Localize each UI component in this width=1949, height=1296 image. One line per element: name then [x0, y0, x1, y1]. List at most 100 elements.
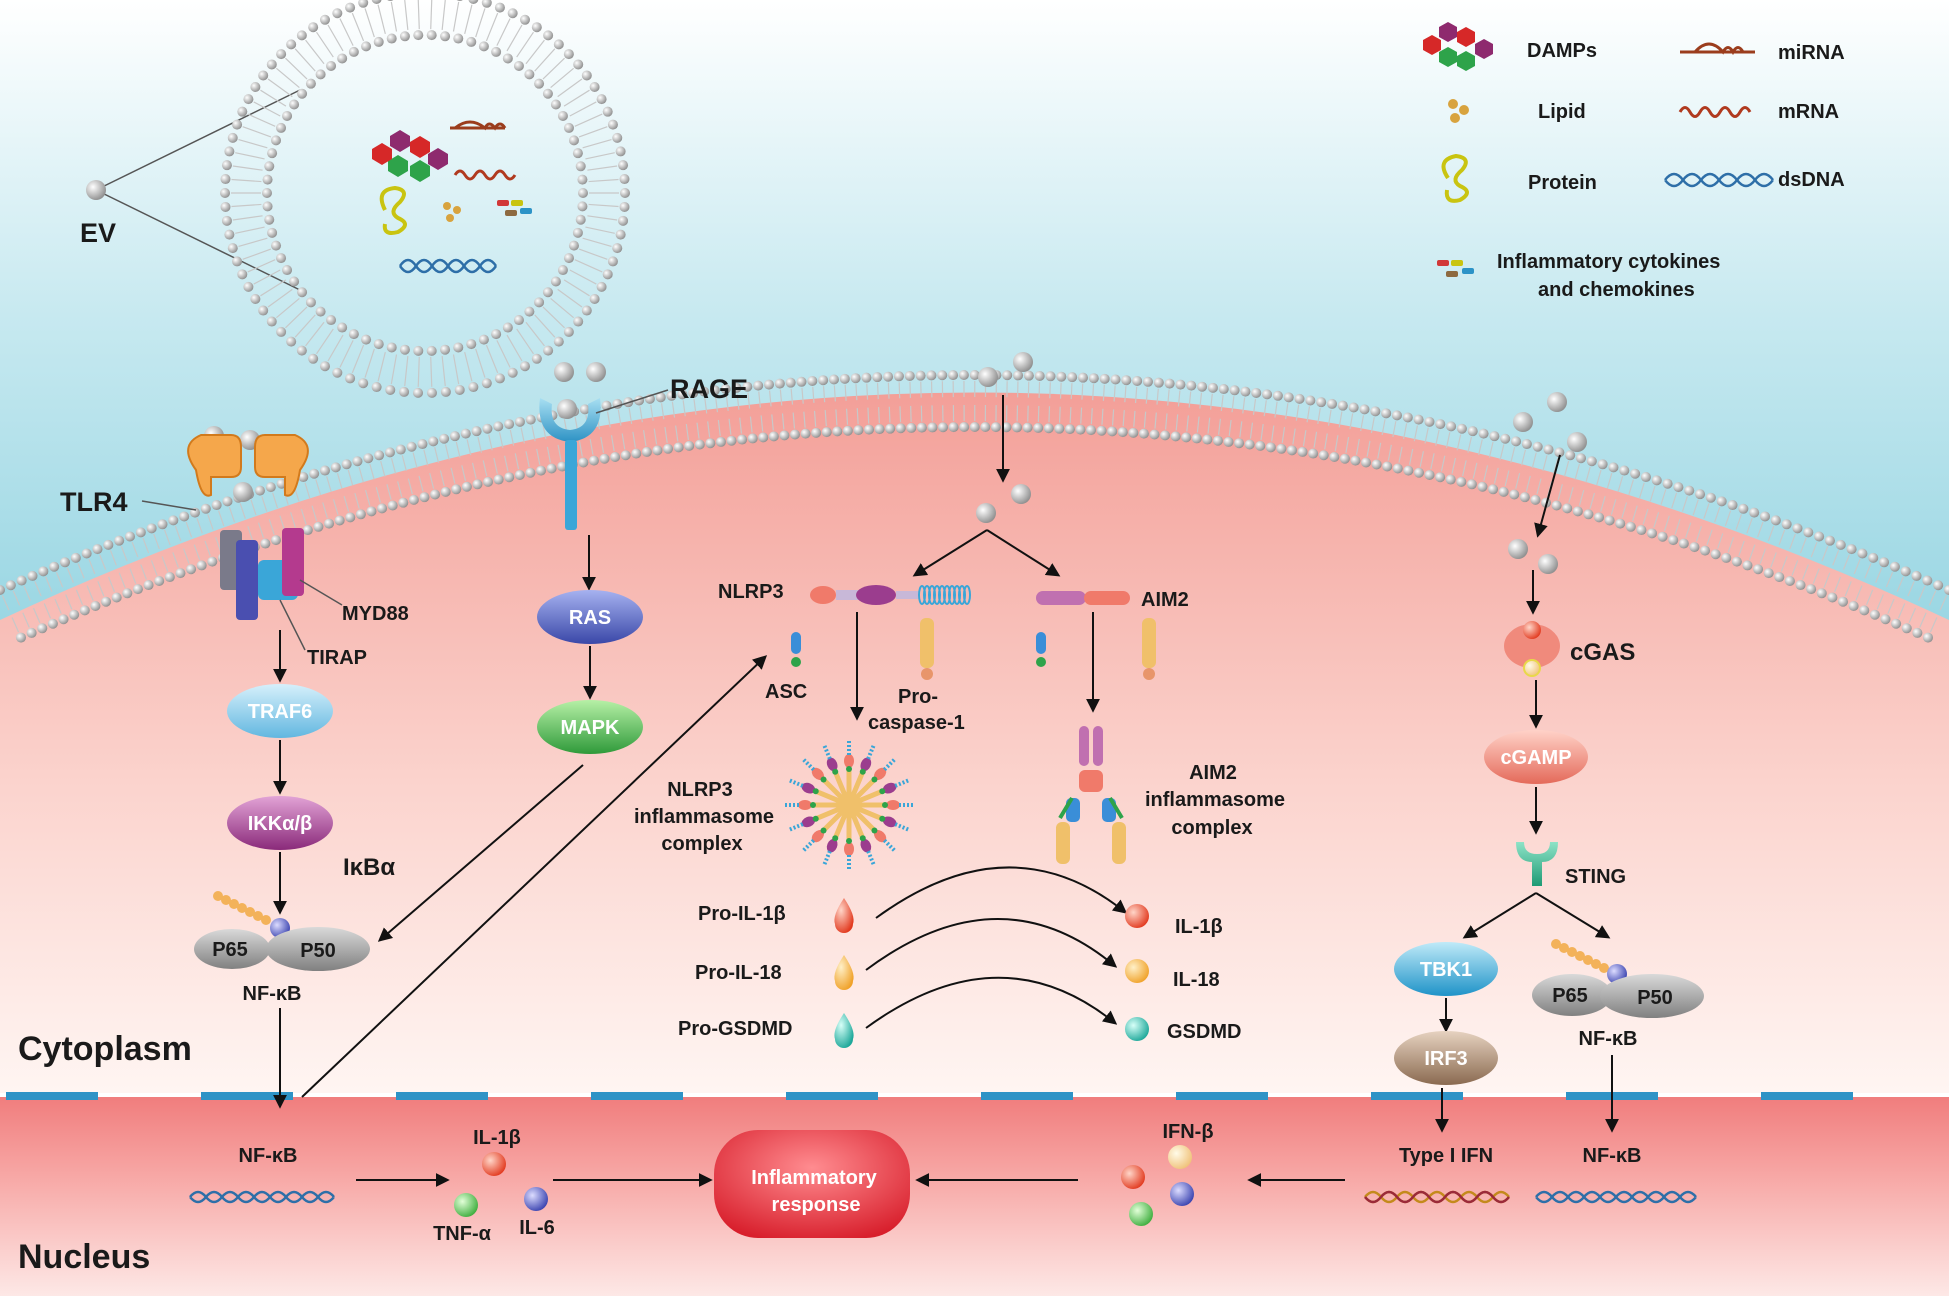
procaspase-icon-2	[1142, 618, 1156, 680]
procasp-label-2: caspase-1	[868, 712, 965, 734]
p65-node-right	[1532, 974, 1612, 1016]
asc-icon	[791, 632, 801, 667]
nuc-nfkb-label: NF-κB	[239, 1145, 298, 1167]
inflammatory-response-label-1: Inflammatory	[751, 1167, 877, 1189]
tirap-label: TIRAP	[307, 647, 367, 669]
aim2-complex-label-1: AIM2	[1189, 762, 1237, 784]
nlrp3-complex-label-2: inflammasome	[634, 806, 774, 828]
cytoplasm-label: Cytoplasm	[18, 1030, 192, 1068]
nucleus-region	[0, 1095, 1949, 1296]
nlrp3-label: NLRP3	[718, 581, 784, 603]
nuc-nfkb-right-label: NF-κB	[1583, 1145, 1642, 1167]
pro-il1b-label: Pro-IL-1β	[698, 903, 786, 925]
p50-node	[266, 927, 370, 971]
legend-mrna-label: mRNA	[1778, 101, 1839, 123]
nlrp3-inflammasome-complex-icon	[783, 739, 915, 871]
lipid-icon	[443, 202, 461, 222]
nlrp3-complex-label-3: complex	[661, 833, 742, 855]
mrna-icon	[453, 169, 517, 181]
legend-mirna-icon	[1680, 42, 1755, 56]
tbk1-node	[1394, 942, 1498, 996]
il6-label: IL-6	[519, 1217, 555, 1239]
vesicle-cargo	[372, 120, 532, 274]
irf3-label: IRF3	[1424, 1048, 1467, 1070]
ev-label: EV	[80, 218, 116, 248]
cytoplasm-region	[0, 392, 1949, 1100]
aim2-complex-label-2: inflammasome	[1145, 789, 1285, 811]
nuc-il6-icon	[524, 1187, 548, 1211]
ev-particle	[86, 180, 106, 200]
nuc-il1b-icon	[482, 1152, 506, 1176]
mapk-label: MAPK	[561, 717, 620, 739]
cgas-icon	[1504, 621, 1560, 677]
dsdna-icon	[398, 258, 498, 274]
aim2-complex-label-3: complex	[1171, 817, 1252, 839]
legend-cytokines-label-2: and chemokines	[1538, 279, 1695, 301]
mirna-icon	[450, 120, 507, 131]
nuc-nfkb-right-dna-icon	[1535, 1190, 1697, 1204]
ifnb-label: IFN-β	[1162, 1121, 1213, 1143]
myd88-label: MYD88	[342, 603, 409, 625]
p65-node	[194, 929, 270, 969]
il18-icon	[1125, 959, 1149, 983]
p65-label-right: P65	[1552, 985, 1588, 1007]
asc-icon-2	[1036, 632, 1046, 667]
legend-mirna-label: miRNA	[1778, 42, 1845, 64]
nlrp3-complex-label-1: NLRP3	[667, 779, 733, 801]
type1ifn-label: Type I IFN	[1399, 1145, 1493, 1167]
nuc-nfkb-dna-icon	[189, 1190, 335, 1204]
ras-node	[537, 590, 643, 644]
inflammatory-response-label-2: response	[772, 1194, 861, 1216]
cgas-label: cGAS	[1570, 639, 1635, 666]
rage-receptor	[539, 398, 601, 530]
ifnb-icon-1	[1168, 1145, 1192, 1169]
nlrp3-protein-icon	[810, 585, 971, 605]
tnfa-label: TNF-α	[433, 1223, 492, 1245]
p65-label: P65	[212, 939, 248, 961]
legend-lipid-icon	[1448, 99, 1469, 123]
ev-vesicle	[86, 0, 630, 398]
p50-node-right	[1600, 974, 1704, 1018]
cytokine-icon	[497, 200, 532, 216]
il18-label: IL-18	[1173, 969, 1220, 991]
legend-protein-label: Protein	[1528, 172, 1597, 194]
gsdmd-label: GSDMD	[1167, 1021, 1241, 1043]
pro-gsdmd-label: Pro-GSDMD	[678, 1018, 792, 1040]
traf6-node	[227, 684, 333, 738]
cgamp-node	[1484, 730, 1588, 784]
mapk-node	[537, 700, 643, 754]
legend-mrna-icon	[1678, 106, 1752, 118]
traf6-label: TRAF6	[248, 701, 312, 723]
nfkb-label: NF-κB	[243, 983, 302, 1005]
rage-label: RAGE	[670, 374, 748, 404]
legend-cytokines-icon	[1437, 260, 1474, 277]
ikba-label: IκBα	[343, 854, 395, 881]
plasma-membrane	[0, 370, 1949, 643]
sting-label: STING	[1565, 866, 1626, 888]
legend-damps-icon	[1423, 22, 1493, 71]
ifnb-icon-2	[1121, 1165, 1145, 1189]
ikk-node	[227, 796, 333, 850]
aim2-protein-icon	[1036, 591, 1130, 605]
cgamp-label: cGAMP	[1500, 747, 1571, 769]
ikba-chain-icon	[213, 891, 290, 938]
legend-cytokines-label-1: Inflammatory cytokines	[1497, 251, 1720, 273]
asc-label: ASC	[765, 681, 807, 703]
vesicle-membrane	[220, 0, 630, 398]
aim2-inflammasome-complex-icon	[1056, 726, 1126, 864]
p50-label: P50	[300, 940, 336, 962]
tbk1-label: TBK1	[1420, 959, 1472, 981]
ifnb-icon-3	[1170, 1182, 1194, 1206]
nuc-il1b-label: IL-1β	[473, 1127, 521, 1149]
ras-label: RAS	[569, 607, 611, 629]
legend-lipid-label: Lipid	[1538, 101, 1586, 123]
gsdmd-icon	[1125, 1017, 1149, 1041]
il1b-label: IL-1β	[1175, 916, 1223, 938]
aim2-label: AIM2	[1141, 589, 1189, 611]
tlr4-receptor	[187, 434, 309, 620]
legend: DAMPs Lipid Protein miRNA mRNA dsDNA Inf…	[1423, 22, 1845, 301]
nucleus-label: Nucleus	[18, 1238, 150, 1276]
tlr4-label: TLR4	[60, 487, 128, 517]
